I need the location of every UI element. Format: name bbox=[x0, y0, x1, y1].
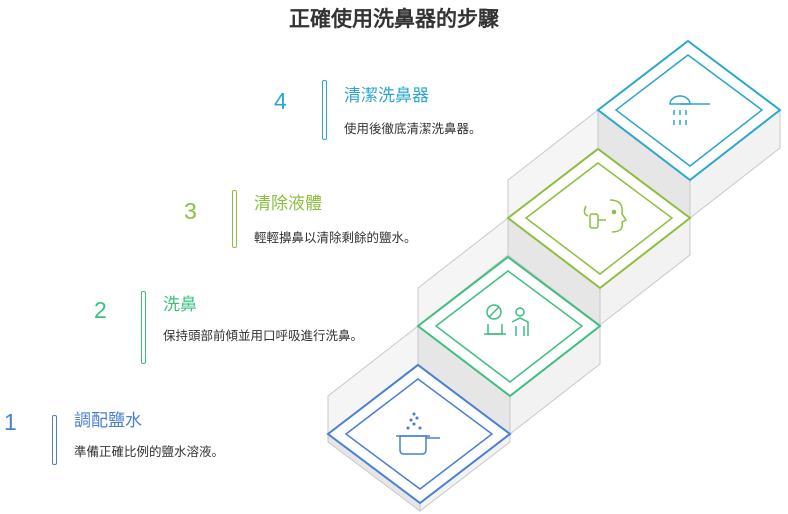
step-3-description: 輕輕擤鼻以清除剩餘的鹽水。 bbox=[254, 230, 417, 245]
step-1-tile bbox=[326, 363, 512, 505]
step-2-description: 保持頭部前傾並用口呼吸進行洗鼻。 bbox=[163, 328, 364, 343]
step-3-number: 3 bbox=[184, 198, 197, 224]
step-4-number: 4 bbox=[274, 88, 287, 114]
step-1-bar bbox=[52, 415, 57, 465]
step-2-title: 洗鼻 bbox=[163, 295, 197, 315]
step-1-description: 準備正確比例的鹽水溶液。 bbox=[74, 444, 225, 459]
step-1-number: 1 bbox=[4, 409, 17, 435]
step-4-title: 清潔洗鼻器 bbox=[344, 86, 429, 106]
shower-cleaning-icon bbox=[669, 95, 710, 125]
step-2-bar bbox=[141, 291, 146, 364]
step-4-description: 使用後徹底清潔洗鼻器。 bbox=[344, 121, 482, 136]
step-3-title: 清除液體 bbox=[254, 194, 322, 214]
saucepan-salt-icon bbox=[396, 412, 440, 455]
step-2-number: 2 bbox=[94, 297, 107, 323]
step-4-tile bbox=[596, 39, 782, 182]
person-no-wash-icon bbox=[484, 304, 529, 336]
step-2-tile bbox=[416, 255, 602, 398]
step-1-title: 調配鹽水 bbox=[74, 411, 142, 431]
step-4-bar bbox=[322, 80, 327, 140]
page-title: 正確使用洗鼻器的步驟 bbox=[289, 7, 499, 31]
step-3-bar bbox=[232, 190, 237, 248]
step-3-tile bbox=[506, 147, 692, 290]
face-nasal-spray-icon bbox=[583, 199, 628, 233]
